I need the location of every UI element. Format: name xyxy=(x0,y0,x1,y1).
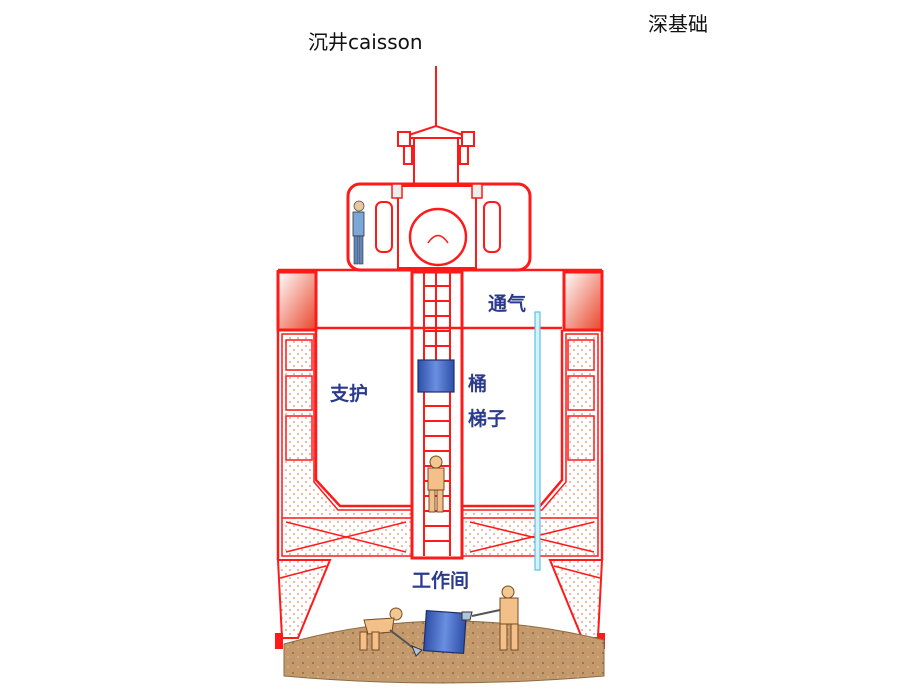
label-support: 支护 xyxy=(330,383,369,405)
worker-airlock-figure xyxy=(352,200,365,265)
worker-digging-right xyxy=(461,585,519,651)
ladder-shaft xyxy=(410,270,464,560)
bucket-ground xyxy=(423,610,467,654)
airlock-chamber xyxy=(346,182,532,272)
caisson-top-slab xyxy=(278,268,602,330)
right-corner-block xyxy=(562,270,604,332)
corner-label: 深基础 xyxy=(648,12,708,36)
label-ventilation: 通气 xyxy=(488,293,527,315)
bucket-shaft xyxy=(417,359,455,393)
label-bucket: 桶 xyxy=(468,373,488,395)
label-ladder: 梯子 xyxy=(468,408,507,430)
wall-hatching xyxy=(281,333,599,557)
page-title: 沉井caisson xyxy=(308,30,423,54)
left-corner-block xyxy=(276,270,318,332)
airlock-head xyxy=(397,124,475,187)
label-work-chamber: 工作间 xyxy=(412,570,470,592)
worker-climbing-figure xyxy=(427,455,445,513)
cutting-edges xyxy=(275,559,605,649)
worker-digging-left xyxy=(359,607,423,657)
ventilation-pipe xyxy=(534,311,541,571)
caisson-walls xyxy=(276,270,604,560)
